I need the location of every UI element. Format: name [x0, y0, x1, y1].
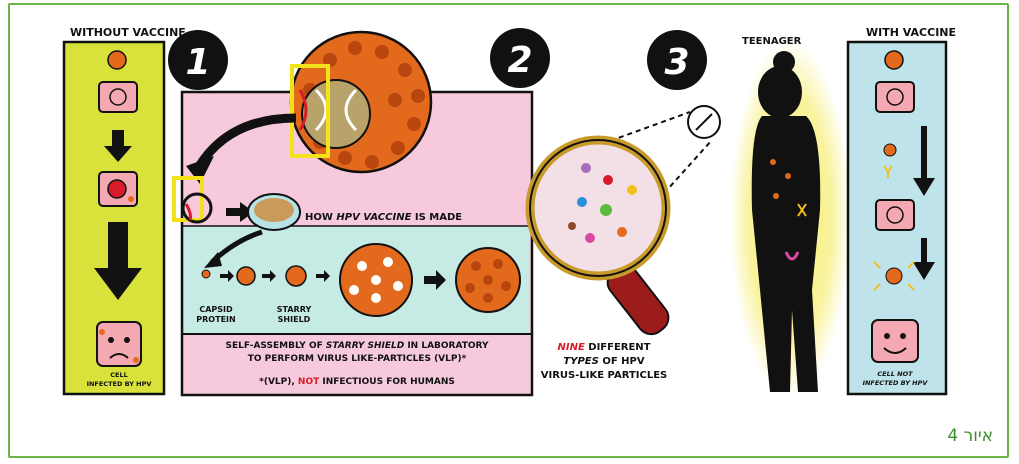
magnifier-text-line2: TYPES OF HPV — [563, 356, 644, 367]
assembly-text-line1: SELF-ASSEMBLY OF STARRY SHIELD IN LABORA… — [226, 341, 489, 351]
virus-icon — [885, 51, 903, 69]
magnifier-text-line1: NINE DIFFERENT — [557, 342, 650, 353]
left-cell-label-1: CELL — [110, 371, 128, 379]
step-1-label: 1 — [185, 42, 210, 83]
left-panel: WITHOUT VACCINE CELL INFECTED BY HPV — [64, 26, 186, 394]
starry-label-1: STARRY — [277, 305, 312, 314]
step-numbers: 1 2 3 — [168, 28, 707, 90]
teenager: TEENAGER — [730, 36, 850, 396]
step-3-label: 3 — [664, 42, 689, 83]
step-2-label: 2 — [507, 40, 532, 81]
teenager-label: TEENAGER — [742, 36, 802, 47]
middle-panel: HOW HPV VACCINE IS MADE CAPSID PROTEIN S… — [174, 32, 532, 395]
left-cell-label-2: INFECTED BY HPV — [87, 380, 152, 388]
starry-shield-icon — [286, 266, 306, 286]
protein-icon — [237, 267, 255, 285]
capsid-label-2: PROTEIN — [196, 315, 235, 324]
footnote-text: *(VLP), NOT INFECTIOUS FOR HUMANS — [259, 377, 455, 387]
starry-label-2: SHIELD — [278, 315, 311, 324]
right-cell-label-1: CELL NOT — [877, 370, 913, 378]
virus-core — [302, 80, 370, 148]
magnifier: NINE DIFFERENT TYPES OF HPV VIRUS-LIKE P… — [530, 106, 720, 381]
happy-cell-icon — [872, 320, 918, 362]
virus-icon — [108, 51, 126, 69]
right-panel: WITH VACCINE CELL NOT INFECTED BY HPV — [848, 26, 956, 394]
figure-caption: איור 4 — [947, 426, 993, 446]
right-panel-title: WITH VACCINE — [866, 26, 956, 39]
left-panel-title: WITHOUT VACCINE — [70, 26, 186, 39]
magnifier-text-line3: VIRUS-LIKE PARTICLES — [541, 370, 667, 381]
assembly-text-line2: TO PERFORM VIRUS LIKE-PARTICLES (VLP)* — [248, 354, 467, 364]
right-cell-label-2: INFECTED BY HPV — [863, 379, 929, 387]
capsid-protein-icon — [202, 270, 210, 278]
capsid-label-1: CAPSID — [199, 305, 233, 314]
how-made-text: HOW HPV VACCINE IS MADE — [305, 212, 462, 223]
